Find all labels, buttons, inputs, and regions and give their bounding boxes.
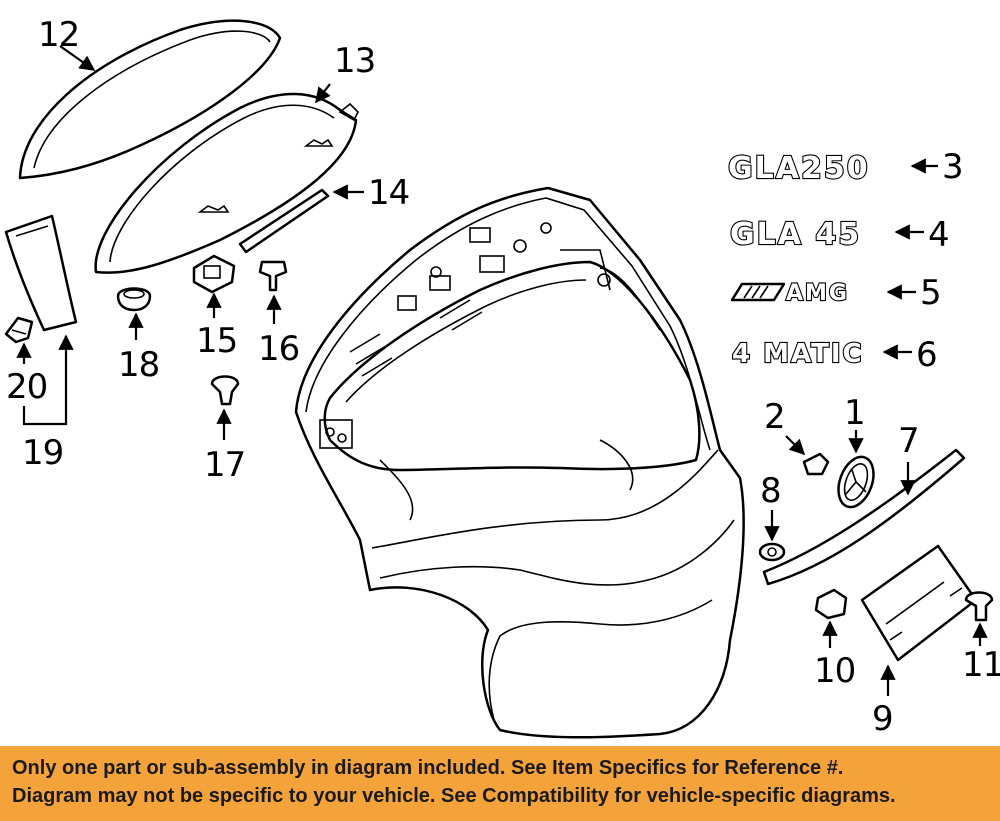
part-8-grommet bbox=[758, 542, 786, 562]
leader-2 bbox=[785, 435, 806, 456]
callout-3: 3 bbox=[942, 147, 963, 187]
liftgate-assembly bbox=[294, 186, 745, 739]
part-18-grommet bbox=[116, 287, 152, 312]
callout-1: 1 bbox=[844, 393, 865, 433]
emblem-gla45: GLA 45 bbox=[730, 217, 861, 252]
part-16-clip bbox=[258, 260, 288, 292]
callout-15: 15 bbox=[196, 321, 237, 361]
callout-11: 11 bbox=[962, 645, 1000, 685]
callout-7: 7 bbox=[898, 421, 919, 461]
callout-9: 9 bbox=[872, 699, 893, 739]
part-14-seal-strip bbox=[238, 188, 330, 254]
callout-19: 19 bbox=[22, 433, 63, 473]
emblem-gla250: GLA250 bbox=[728, 151, 870, 186]
part-2-nut bbox=[802, 452, 830, 476]
leader-12 bbox=[59, 45, 96, 71]
part-19-trim-panel bbox=[4, 214, 78, 332]
part-10-nut bbox=[814, 588, 848, 620]
part-11-screw bbox=[964, 591, 994, 622]
callout-20: 20 bbox=[6, 367, 47, 407]
part-15-bracket bbox=[192, 254, 236, 294]
callout-2: 2 bbox=[764, 397, 785, 437]
disclaimer-line-1: Only one part or sub-assembly in diagram… bbox=[12, 757, 844, 779]
disclaimer-line-2: Diagram may not be specific to your vehi… bbox=[12, 785, 896, 807]
part-20-clip bbox=[4, 316, 34, 344]
callout-13: 13 bbox=[334, 41, 375, 81]
part-9-plate-bracket bbox=[860, 544, 978, 662]
callout-18: 18 bbox=[118, 345, 159, 385]
part-1-star-emblem bbox=[837, 455, 875, 509]
part-13-rear-glass bbox=[94, 92, 359, 274]
disclaimer-banner: Only one part or sub-assembly in diagram… bbox=[0, 746, 1000, 821]
callout-16: 16 bbox=[258, 329, 299, 369]
part-12-window-glass bbox=[18, 19, 282, 180]
callout-4: 4 bbox=[928, 215, 949, 255]
callout-10: 10 bbox=[814, 651, 855, 691]
callout-12: 12 bbox=[38, 15, 79, 55]
leader-13 bbox=[315, 83, 331, 104]
callout-5: 5 bbox=[920, 273, 941, 313]
callout-14: 14 bbox=[368, 173, 409, 213]
callout-6: 6 bbox=[916, 335, 937, 375]
callout-17: 17 bbox=[204, 445, 245, 485]
leader-19 bbox=[22, 334, 74, 426]
parts-diagram: 12 13 14 20 19 18 15 16 bbox=[4, 15, 1000, 739]
emblem-4matic: 4 MATIC bbox=[732, 339, 864, 369]
emblem-amg: AMG bbox=[786, 281, 849, 306]
callout-8: 8 bbox=[760, 471, 781, 511]
part-17-clip bbox=[210, 375, 240, 406]
emblem-amg-stripes-icon bbox=[730, 282, 786, 302]
